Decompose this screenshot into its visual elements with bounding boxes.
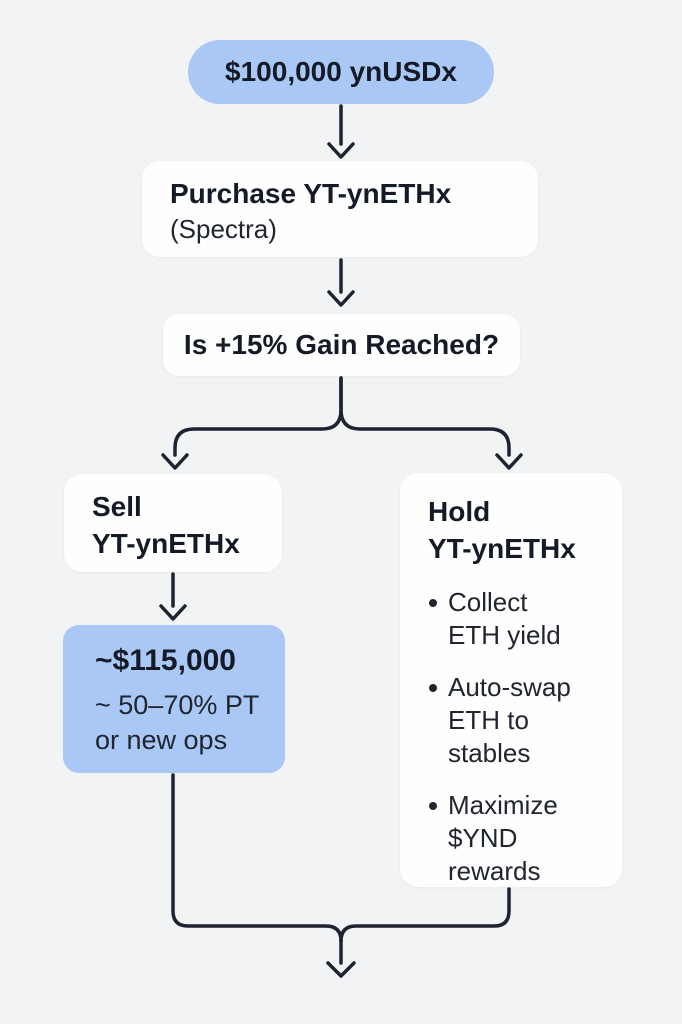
purchase-node-title: Purchase YT-ynETHx [170, 178, 452, 209]
list-item: Collect ETH yield [428, 586, 600, 652]
start-node-label: $100,000 ynUSDx [225, 56, 457, 87]
hold-bullet-text: Collect ETH yield [448, 587, 561, 650]
connector-merge-left [171, 773, 343, 943]
bullet-dot-icon [428, 586, 448, 652]
start-node: $100,000 ynUSDx [188, 40, 494, 104]
connector-purchase-to-decision [327, 258, 355, 307]
list-item: Auto-swap ETH to stables [428, 671, 600, 770]
hold-node-title: Hold YT-ynETHx [428, 496, 576, 564]
purchase-node: Purchase YT-ynETHx (Spectra) [142, 161, 538, 257]
sell-node: Sell YT-ynETHx [64, 474, 282, 572]
connector-sell-to-result [159, 572, 187, 621]
connector-start-to-purchase [327, 104, 355, 159]
sell-result-detail: ~ 50–70% PT or new ops [95, 690, 260, 755]
connector-merge-exit-arrow [326, 939, 356, 978]
list-item: Maximize $YND rewards [428, 789, 600, 888]
sell-result-node: ~$115,000 ~ 50–70% PT or new ops [63, 625, 285, 773]
bullet-dot-icon [428, 789, 448, 888]
sell-result-value: ~$115,000 [95, 644, 236, 677]
hold-bullet-text: Maximize $YND rewards [448, 790, 558, 886]
decision-node: Is +15% Gain Reached? [163, 314, 520, 376]
purchase-node-subtitle: (Spectra) [170, 214, 277, 244]
hold-bullet-text: Auto-swap ETH to stables [448, 672, 571, 768]
connector-decision-split-right [339, 376, 523, 470]
connector-decision-split-left [161, 376, 343, 470]
bullet-dot-icon [428, 671, 448, 770]
hold-node: Hold YT-ynETHx Collect ETH yield Auto-sw… [400, 473, 622, 887]
decision-node-question: Is +15% Gain Reached? [183, 329, 500, 360]
connector-merge-right [339, 887, 511, 943]
